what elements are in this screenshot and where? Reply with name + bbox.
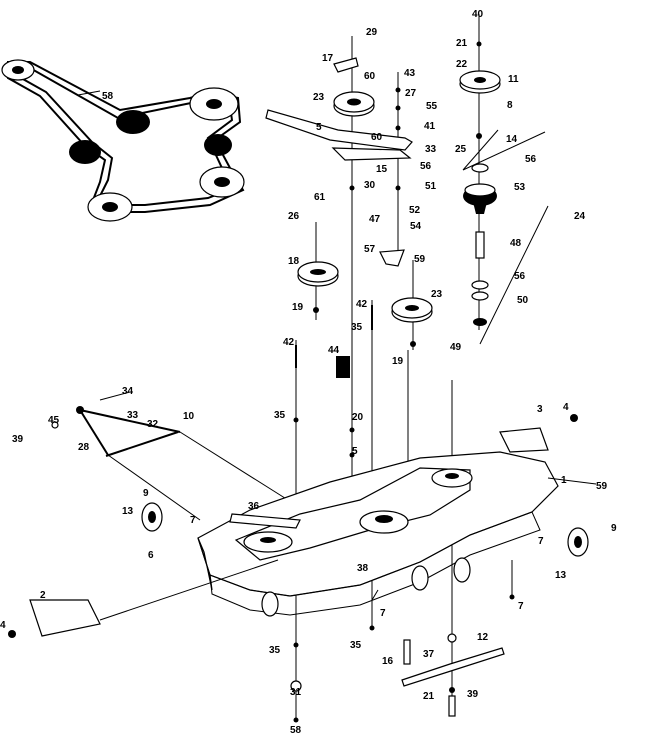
spring-44 bbox=[336, 356, 350, 378]
callout-21a: 21 bbox=[456, 38, 468, 49]
callout-1: 1 bbox=[561, 475, 567, 486]
callout-36: 36 bbox=[248, 501, 260, 512]
callout-10: 10 bbox=[183, 411, 195, 422]
callout-7d: 7 bbox=[518, 601, 524, 612]
callout-42a: 42 bbox=[356, 299, 368, 310]
callout-59a: 59 bbox=[414, 254, 426, 265]
callout-20: 20 bbox=[352, 412, 364, 423]
callout-24: 24 bbox=[574, 211, 586, 222]
callout-7c: 7 bbox=[380, 608, 386, 619]
lift-linkage bbox=[51, 391, 289, 521]
exploded-upper-assemblies bbox=[265, 14, 549, 720]
callout-19b: 19 bbox=[392, 356, 404, 367]
callout-26: 26 bbox=[288, 211, 300, 222]
callout-19a: 19 bbox=[292, 302, 304, 313]
callout-58b: 58 bbox=[290, 725, 302, 735]
callout-21b: 21 bbox=[423, 691, 435, 702]
callout-15: 15 bbox=[376, 164, 388, 175]
callout-34: 34 bbox=[122, 386, 134, 397]
callout-13b: 13 bbox=[555, 570, 567, 581]
callout-57: 57 bbox=[364, 244, 376, 255]
callout-56a: 56 bbox=[525, 154, 537, 165]
callout-42b: 42 bbox=[283, 337, 295, 348]
callout-56c: 56 bbox=[514, 271, 526, 282]
callout-35d: 35 bbox=[350, 640, 362, 651]
callout-23a: 23 bbox=[313, 92, 325, 103]
callout-40: 40 bbox=[472, 9, 484, 20]
inset-idler-1 bbox=[116, 110, 150, 134]
blade-12 bbox=[401, 647, 505, 687]
callout-33b: 33 bbox=[127, 410, 139, 421]
callout-59b: 59 bbox=[596, 481, 608, 492]
callout-48: 48 bbox=[510, 238, 522, 249]
callout-11: 11 bbox=[508, 74, 519, 85]
callout-17: 17 bbox=[322, 53, 334, 64]
callout-22: 22 bbox=[456, 59, 468, 70]
callout-16: 16 bbox=[382, 656, 394, 667]
callout-9a: 9 bbox=[143, 488, 149, 499]
callout-61: 61 bbox=[314, 192, 326, 203]
mower-deck bbox=[8, 414, 597, 723]
callout-4a: 4 bbox=[563, 402, 569, 413]
callout-52: 52 bbox=[409, 205, 421, 216]
callout-43: 43 bbox=[404, 68, 416, 79]
callout-12: 12 bbox=[477, 632, 489, 643]
callout-35a: 35 bbox=[351, 322, 363, 333]
callout-44: 44 bbox=[328, 345, 340, 356]
callout-51: 51 bbox=[425, 181, 437, 192]
callout-6: 6 bbox=[148, 550, 154, 561]
callout-31: 31 bbox=[290, 687, 302, 698]
callout-45: 45 bbox=[48, 415, 60, 426]
callout-30: 30 bbox=[364, 180, 376, 191]
callout-8: 8 bbox=[507, 100, 513, 111]
callout-4b: 4 bbox=[0, 620, 6, 631]
callout-39a: 39 bbox=[12, 434, 24, 445]
callout-60a: 60 bbox=[364, 71, 376, 82]
callout-49: 49 bbox=[450, 342, 462, 353]
callout-50: 50 bbox=[517, 295, 529, 306]
callout-27: 27 bbox=[405, 88, 417, 99]
callout-55: 55 bbox=[426, 101, 438, 112]
callout-56b: 56 bbox=[420, 161, 432, 172]
callout-23b: 23 bbox=[431, 289, 443, 300]
callout-60b: 60 bbox=[371, 132, 383, 143]
callout-53: 53 bbox=[514, 182, 526, 193]
callout-25: 25 bbox=[455, 144, 467, 155]
belt-routing-inset bbox=[1, 59, 245, 222]
callout-54: 54 bbox=[410, 221, 422, 232]
callout-13a: 13 bbox=[122, 506, 134, 517]
inset-idler-3 bbox=[204, 134, 232, 156]
callout-47: 47 bbox=[369, 214, 381, 225]
callout-3: 3 bbox=[537, 404, 543, 415]
callout-33a: 33 bbox=[425, 144, 437, 155]
callout-29: 29 bbox=[366, 27, 378, 38]
callout-9b: 9 bbox=[611, 523, 617, 534]
inset-idler-2 bbox=[69, 140, 101, 164]
callout-5b: 5 bbox=[352, 446, 358, 457]
callout-7b: 7 bbox=[538, 536, 544, 547]
callout-14: 14 bbox=[506, 134, 518, 145]
callout-5a: 5 bbox=[316, 122, 322, 133]
callout-7a: 7 bbox=[190, 515, 196, 526]
callout-32: 32 bbox=[147, 419, 159, 430]
callout-38: 38 bbox=[357, 563, 369, 574]
callout-58: 58 bbox=[102, 91, 114, 102]
callout-2: 2 bbox=[40, 590, 46, 601]
callout-41: 41 bbox=[424, 121, 436, 132]
callout-35c: 35 bbox=[269, 645, 281, 656]
callout-28: 28 bbox=[78, 442, 90, 453]
callout-39b: 39 bbox=[467, 689, 479, 700]
callout-18: 18 bbox=[288, 256, 300, 267]
callout-35b: 35 bbox=[274, 410, 286, 421]
callout-37: 37 bbox=[423, 649, 435, 660]
